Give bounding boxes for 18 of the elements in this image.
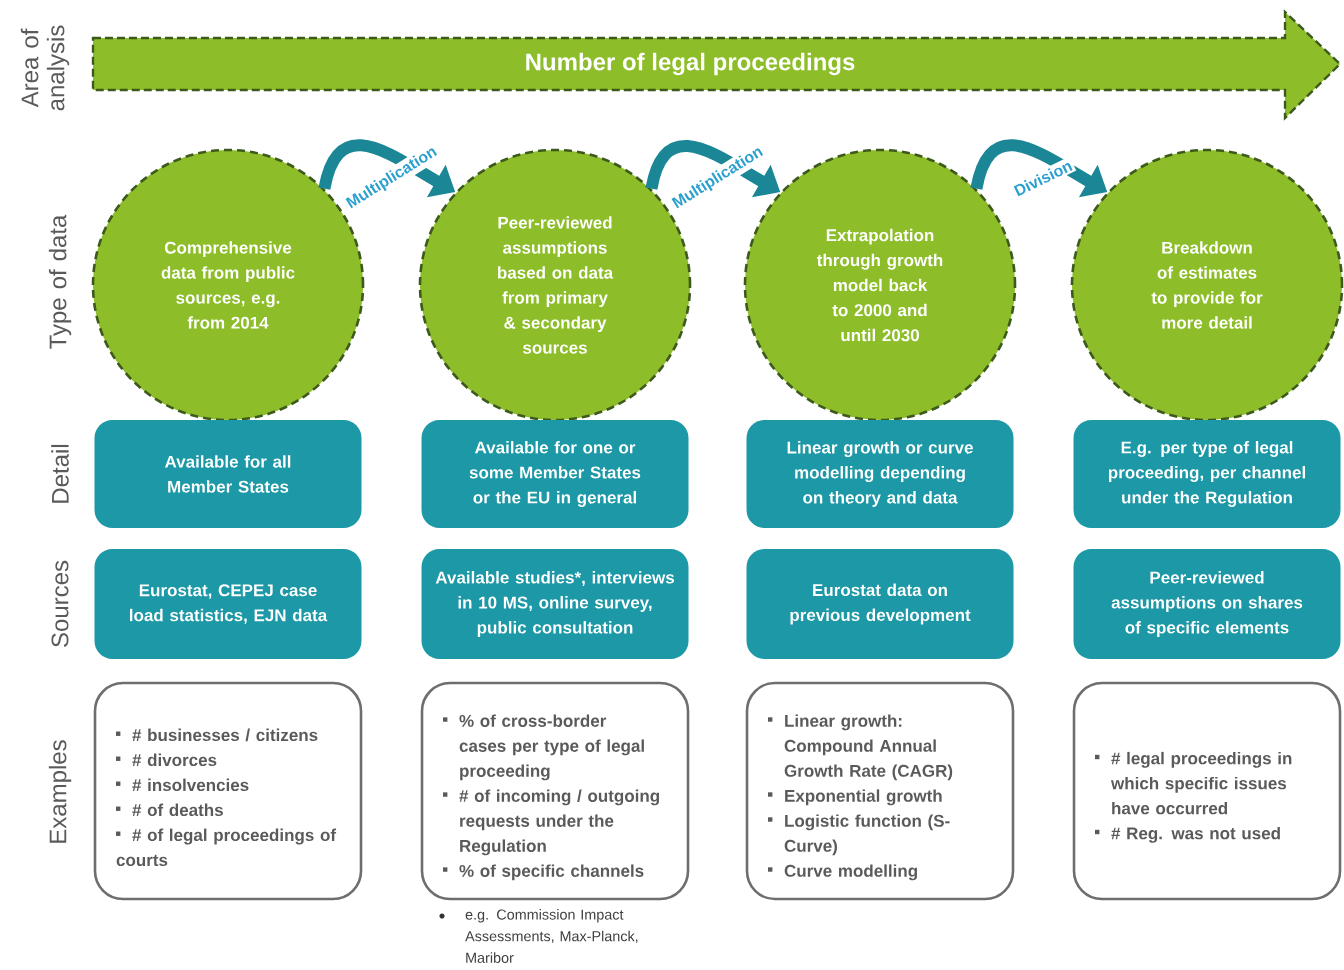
row-label: Examples (48, 740, 72, 843)
row-label: Detail (51, 444, 69, 503)
examples-box: # legal proceedings in which specific issues have occurred # Reg. was not used (1072, 681, 1342, 901)
detail-box: E.g. per type of legal proceeding, per channel under the Regulation (1073, 420, 1341, 528)
source-box: Eurostat, CEPEJ case load statistics, EJN data (94, 549, 362, 659)
detail-box: Available for all Member States (94, 420, 362, 528)
source-box: Available studies*, interviews in 10 MS, online survey, public consultation (421, 549, 689, 659)
row-label: Sources (51, 560, 69, 647)
examples-box: % of cross-border cases per type of legal proceeding # of incoming / outgoing requests under the Regulation % of specific channels (420, 681, 690, 901)
arrow-band: Number of legal proceedings (91, 9, 1342, 121)
examples-box: # businesses / citizens # divorces # insolvencies # of deaths # of legal proceedings of courts (93, 681, 363, 901)
source-box: Eurostat data on previous development (746, 549, 1014, 659)
source-box: Peer-reviewed assumptions on shares of specific elements (1073, 549, 1341, 659)
examples-box: Linear growth: Compound Annual Growth Rate (CAGR) Exponential growth Logistic function (S-Curve) Curve modelling (745, 681, 1015, 901)
detail-box: Available for one or some Member States or the EU in general (421, 420, 689, 528)
row-label: Area of analysis (20, 25, 70, 111)
footnote: e.g. Commission Impact Assessments, Max-Planck, Maribor (439, 909, 638, 963)
detail-box: Linear growth or curve modelling depending on theory and data (746, 420, 1014, 528)
